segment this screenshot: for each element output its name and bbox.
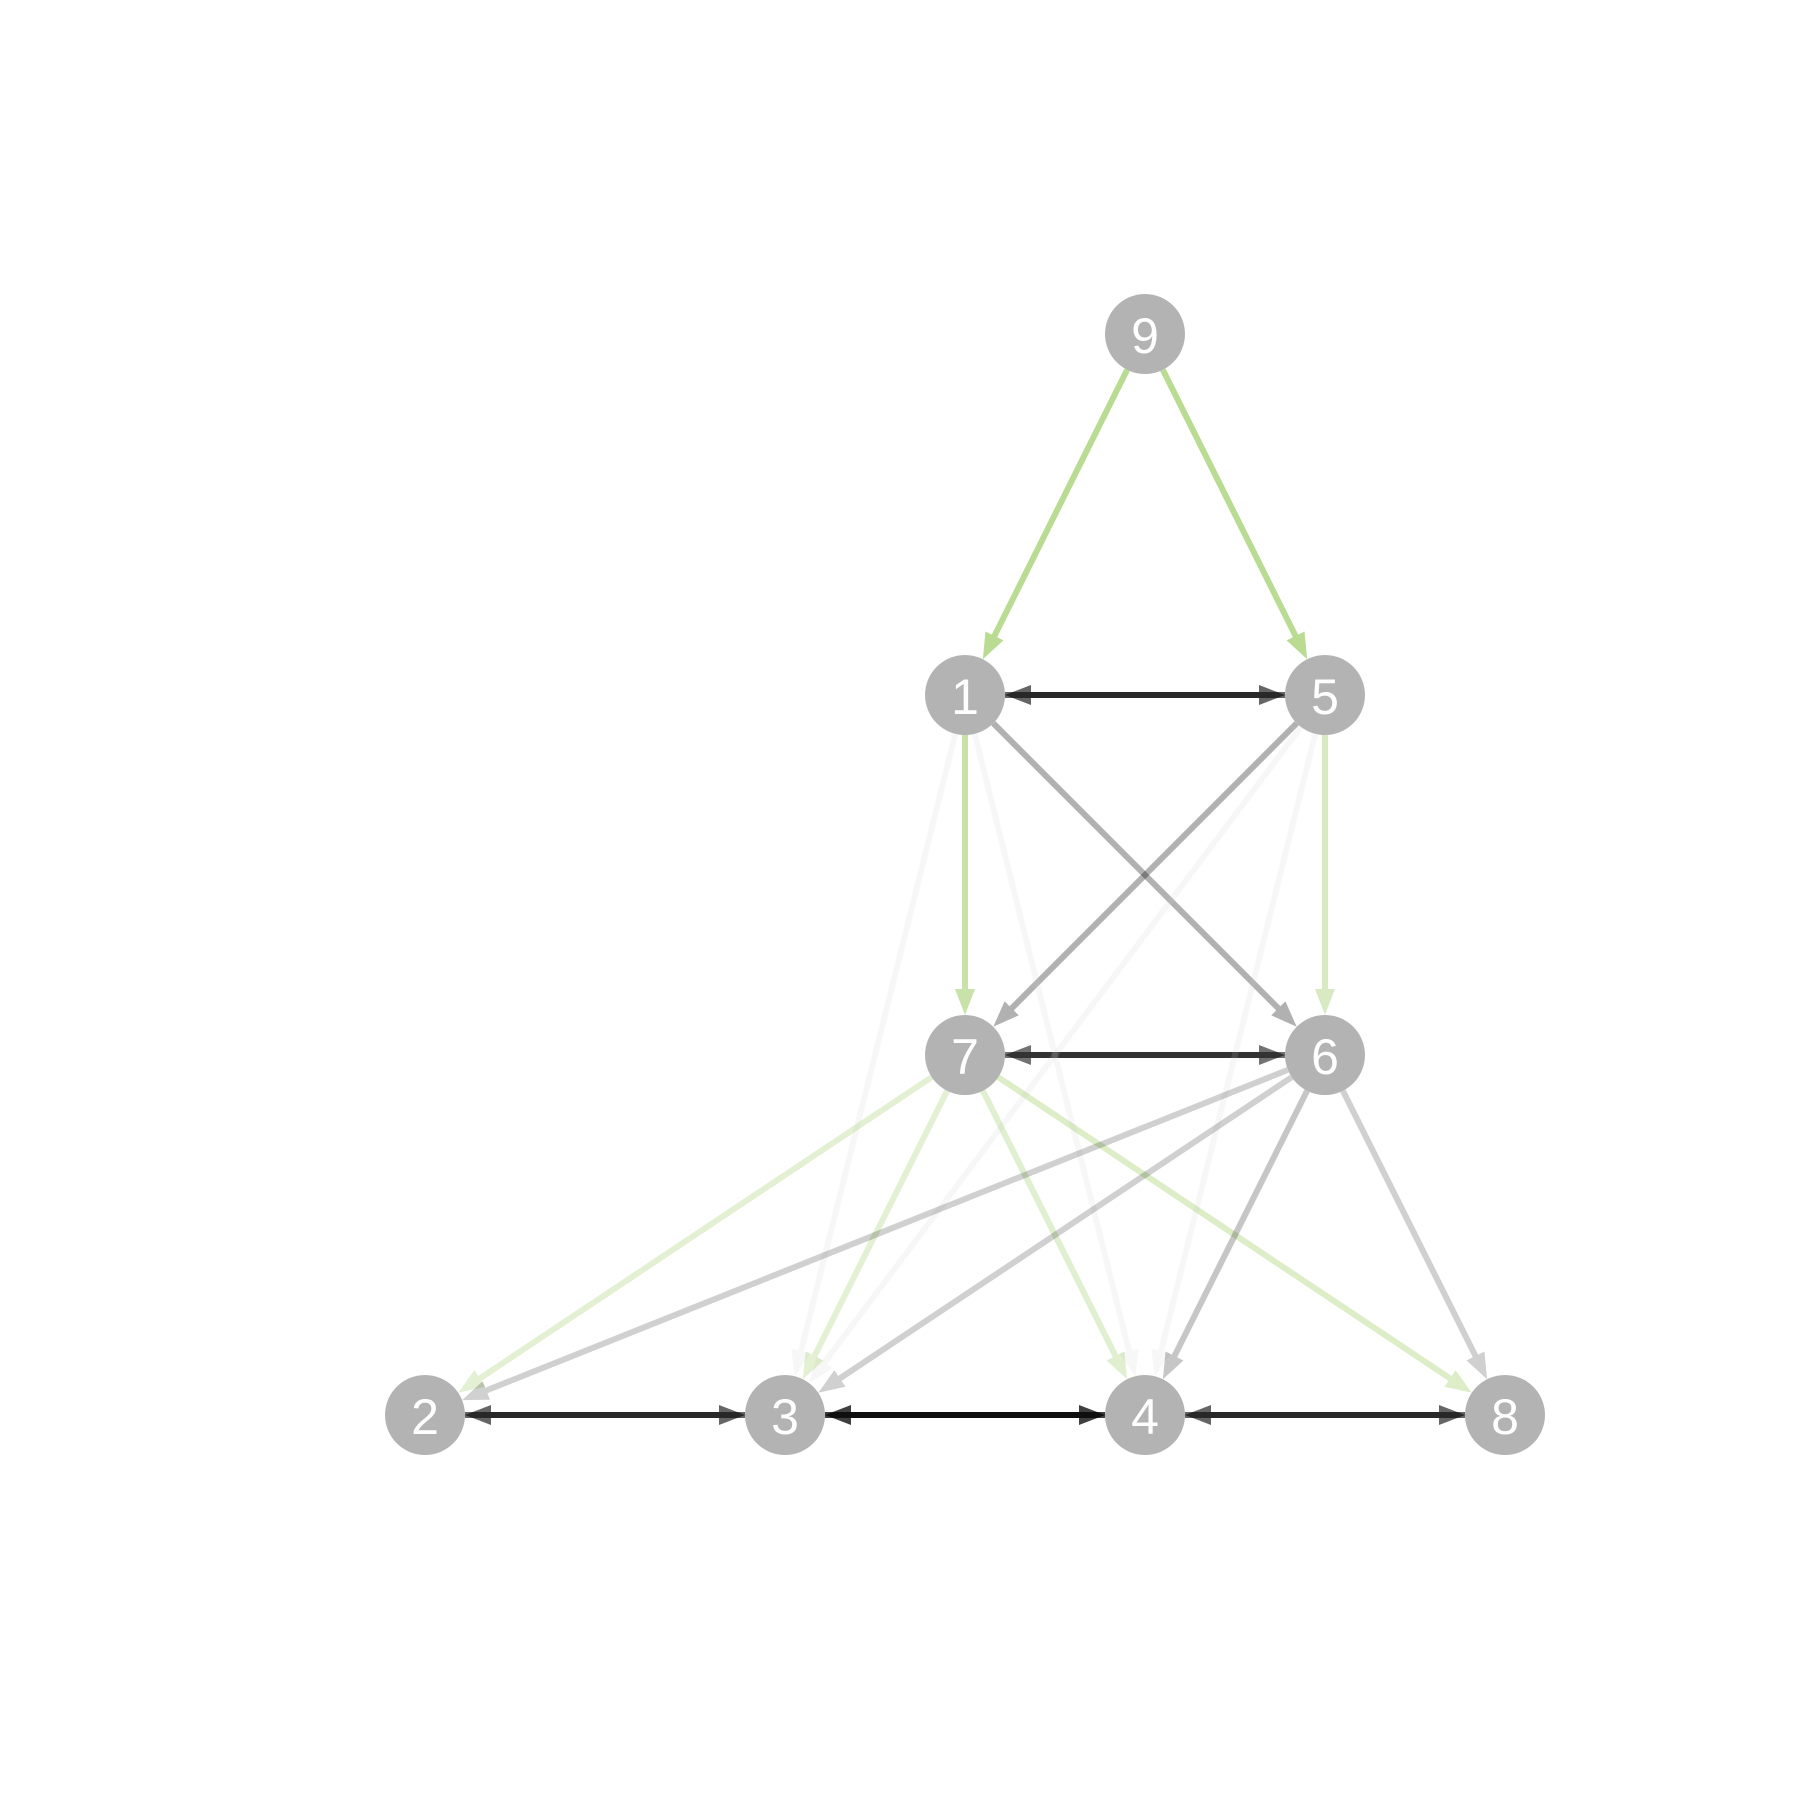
arrowhead-icon [1185, 1405, 1211, 1425]
node-4: 4 [1105, 1375, 1185, 1455]
node-circle [1285, 1015, 1365, 1095]
edge-line [991, 721, 1284, 1014]
arrowhead-icon [1286, 631, 1308, 660]
edge-5-to-3 [809, 725, 1304, 1383]
arrowhead-icon [458, 1370, 486, 1393]
edge-line [474, 1074, 934, 1384]
edge-line [1006, 721, 1299, 1014]
node-5: 5 [1285, 655, 1365, 735]
edge-7-to-3 [802, 1089, 950, 1380]
node-circle [1105, 294, 1185, 374]
edge-7-to-4 [980, 1089, 1128, 1380]
node-circle [385, 1375, 465, 1455]
node-3: 3 [745, 1375, 825, 1455]
node-label: 4 [1131, 1389, 1159, 1445]
node-label: 2 [411, 1389, 439, 1445]
nodes-layer: 9 1 5 7 6 2 3 4 8 [385, 294, 1545, 1455]
node-label: 3 [771, 1389, 799, 1445]
node-circle [925, 1015, 1005, 1095]
edge-5-to-1 [1005, 685, 1285, 705]
edge-5-to-7 [993, 721, 1299, 1027]
node-circle [745, 1375, 825, 1455]
arrowhead-icon [1119, 1348, 1139, 1377]
edge-line [834, 1074, 1294, 1384]
arrowhead-icon [1005, 685, 1031, 705]
node-label: 6 [1311, 1029, 1339, 1085]
node-label: 5 [1311, 669, 1339, 725]
arrowhead-icon [465, 1405, 491, 1425]
edge-line [980, 1089, 1120, 1361]
node-1: 1 [925, 655, 1005, 735]
node-9: 9 [1105, 294, 1185, 374]
edge-line [996, 1074, 1456, 1384]
node-8: 8 [1465, 1375, 1545, 1455]
edge-line [481, 1067, 1289, 1395]
arrowhead-icon [1151, 1348, 1171, 1377]
arrowhead-icon [818, 1370, 846, 1393]
edge-line [797, 733, 959, 1356]
edge-6-to-2 [462, 1067, 1289, 1401]
edge-line [971, 733, 1133, 1356]
arrowhead-icon [1162, 1351, 1184, 1380]
node-label: 8 [1491, 1389, 1519, 1445]
edge-4-to-3 [825, 1405, 1105, 1425]
node-circle [925, 655, 1005, 735]
edge-line [1160, 368, 1301, 641]
edge-6-to-8 [1340, 1089, 1488, 1380]
edge-5-to-4 [1151, 733, 1319, 1377]
arrowhead-icon [809, 1356, 833, 1383]
node-6: 6 [1285, 1015, 1365, 1095]
arrowhead-icon [1005, 1045, 1031, 1065]
edge-7-to-2 [458, 1074, 934, 1393]
edge-line [1170, 1089, 1310, 1361]
edge-1-to-6 [991, 721, 1297, 1027]
arrowhead-icon [955, 989, 975, 1015]
node-label: 7 [951, 1029, 979, 1085]
edge-line [989, 368, 1130, 641]
arrowhead-icon [1466, 1351, 1488, 1380]
edge-line [1157, 733, 1319, 1356]
edge-7-to-8 [996, 1074, 1472, 1393]
arrowhead-icon [1106, 1351, 1128, 1380]
arrowhead-icon [982, 631, 1004, 660]
edge-6-to-4 [1162, 1089, 1310, 1380]
arrowhead-icon [1444, 1370, 1472, 1393]
arrowhead-icon [1271, 1001, 1297, 1027]
edge-8-to-4 [1185, 1405, 1465, 1425]
edge-9-to-5 [1160, 368, 1308, 660]
edge-3-to-2 [465, 1405, 745, 1425]
edge-1-to-3 [791, 733, 959, 1377]
arrowhead-icon [462, 1381, 490, 1401]
arrowhead-icon [825, 1405, 851, 1425]
node-circle [1105, 1375, 1185, 1455]
edge-9-to-1 [982, 368, 1130, 660]
edge-line [1340, 1089, 1480, 1361]
node-circle [1285, 655, 1365, 735]
edges-layer [458, 368, 1488, 1425]
edge-5-to-6 [1315, 735, 1335, 1015]
edge-6-to-3 [818, 1074, 1294, 1393]
node-label: 9 [1131, 308, 1159, 364]
edge-1-to-7 [955, 735, 975, 1015]
node-7: 7 [925, 1015, 1005, 1095]
edge-1-to-4 [971, 733, 1139, 1377]
arrowhead-icon [993, 1001, 1019, 1027]
arrowhead-icon [791, 1348, 811, 1377]
edge-line [810, 1089, 950, 1361]
arrowhead-icon [802, 1351, 824, 1380]
arrowhead-icon [1315, 989, 1335, 1015]
edge-line [819, 725, 1304, 1368]
node-2: 2 [385, 1375, 465, 1455]
edge-6-to-7 [1005, 1045, 1285, 1065]
node-label: 1 [951, 669, 979, 725]
node-circle [1465, 1375, 1545, 1455]
